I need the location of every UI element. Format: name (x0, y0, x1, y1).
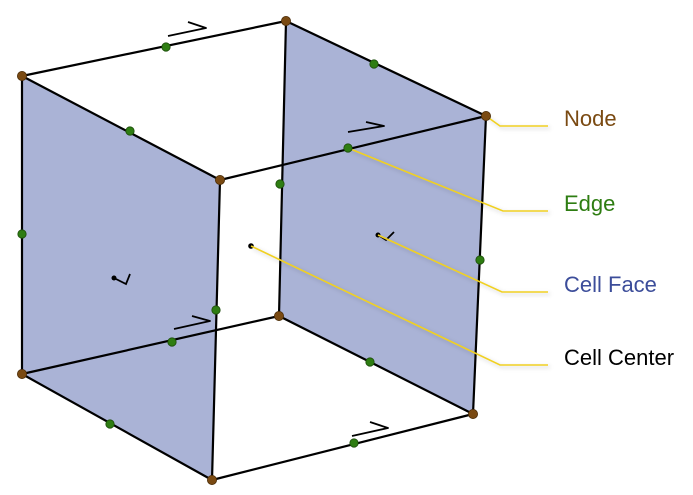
left-face (22, 76, 220, 480)
leader-line-edge (347, 147, 548, 212)
node-points (16, 15, 491, 485)
node-point (280, 15, 291, 26)
edge-line (277, 19, 288, 318)
direction-arrow-icon (347, 121, 385, 133)
edge-line (277, 314, 475, 416)
edge-point (161, 42, 171, 52)
cell-face-label: Cell Face (564, 272, 657, 297)
leader-line-cell-center (250, 245, 548, 366)
edge-line (218, 114, 488, 182)
edge-point (365, 357, 375, 367)
leader-line-node (485, 115, 548, 127)
edge-points (17, 42, 485, 448)
edge-point (475, 255, 485, 265)
edge-label: Edge (564, 191, 615, 216)
node-point (214, 174, 225, 185)
node-point (480, 111, 491, 122)
edge-point (167, 337, 177, 347)
leader-line-cell-face (377, 234, 548, 293)
node-point (467, 408, 478, 419)
edge-point (343, 143, 353, 153)
direction-arrow-icon (351, 421, 389, 437)
cell-center-label: Cell Center (564, 345, 674, 370)
edge-line (284, 19, 488, 118)
edge-line (20, 372, 214, 482)
cube-edges (20, 19, 488, 482)
edge-point (349, 438, 359, 448)
face-center-dot (111, 275, 117, 281)
edge-point (211, 305, 221, 315)
node-point (273, 310, 284, 321)
edge-point (105, 419, 115, 429)
edge-direction-arrows (167, 21, 389, 437)
edge-point (275, 179, 285, 189)
face-normal-icon (113, 273, 131, 286)
node-point (206, 474, 217, 485)
edge-point (369, 59, 379, 69)
edge-line (20, 314, 281, 376)
edge-line (471, 114, 488, 416)
edge-point (17, 229, 27, 239)
node-point (16, 368, 27, 379)
direction-arrow-icon (167, 21, 207, 37)
edge-line (20, 19, 288, 78)
leader-lines (250, 115, 548, 366)
edge-line (210, 412, 475, 482)
direction-arrow-icon (173, 315, 211, 330)
node-point (16, 71, 27, 82)
edge-point (125, 126, 135, 136)
edge-line (20, 74, 222, 182)
node-label: Node (564, 106, 617, 131)
right-face (279, 21, 486, 414)
